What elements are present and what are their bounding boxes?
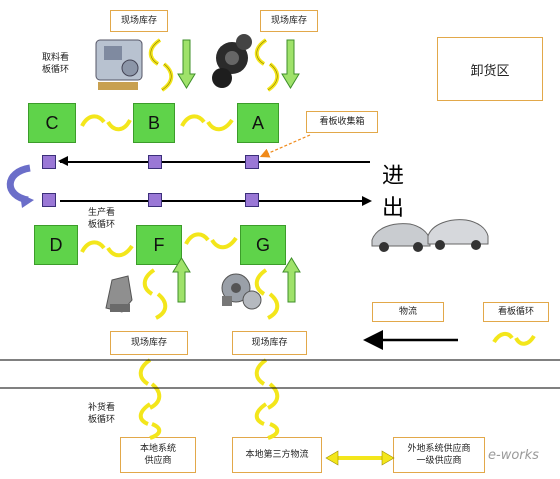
node-lower-1 — [42, 193, 56, 207]
top-stock-right-box: 现场库存 — [260, 10, 318, 32]
engine-part-image — [95, 39, 143, 90]
station-b: B — [133, 103, 175, 143]
node-lower-2 — [148, 193, 162, 207]
unloading-area-box: 卸货区 — [437, 37, 543, 101]
car-image-2 — [427, 219, 489, 250]
station-a: A — [237, 103, 279, 143]
bottom-stock-right-box: 现场库存 — [232, 331, 307, 355]
station-d: D — [34, 225, 78, 265]
replenish-loop-label: 补货看 板循环 — [88, 403, 116, 425]
top-stock-left-box: 现场库存 — [110, 10, 168, 32]
local-supplier-box: 本地系统 供应商 — [120, 437, 196, 473]
stock-box: 物流 — [372, 302, 444, 322]
station-f: F — [136, 225, 182, 265]
node-upper-1 — [42, 155, 56, 169]
pickup-loop-label: 取料看 板循环 — [42, 53, 70, 75]
car-image-1 — [371, 223, 431, 252]
brake-part-image — [221, 273, 262, 310]
external-supplier-box: 外地系统供应商 一级供应商 — [393, 437, 485, 473]
station-g: G — [240, 225, 286, 265]
upper-line-arrowhead — [58, 156, 68, 166]
return-arrow-icon — [6, 164, 31, 204]
seat-part-image — [105, 275, 133, 313]
gear-part-image — [212, 34, 252, 88]
green-arrow-icons — [172, 39, 301, 303]
out-label: 出 — [382, 196, 405, 221]
watermark-logo: e-works — [488, 448, 539, 463]
upper-line — [60, 161, 370, 163]
station-c: C — [28, 103, 76, 143]
production-loop-label: 生产看 板循环 — [88, 208, 116, 230]
collection-callout — [259, 134, 311, 158]
node-upper-3 — [245, 155, 259, 169]
double-arrow-icon — [325, 450, 395, 466]
in-label: 进 — [382, 164, 405, 189]
local-3pl-box: 本地第三方物流 — [232, 437, 322, 473]
horizontal-loop-icons — [80, 114, 536, 346]
kanban-collection-box: 看板收集箱 — [306, 111, 378, 133]
lower-line — [60, 200, 370, 202]
bottom-stock-left-box: 现场库存 — [110, 331, 188, 355]
node-lower-3 — [245, 193, 259, 207]
kanban-loop-box: 看板循环 — [483, 302, 549, 322]
node-upper-2 — [148, 155, 162, 169]
lower-line-arrowhead — [362, 196, 372, 206]
